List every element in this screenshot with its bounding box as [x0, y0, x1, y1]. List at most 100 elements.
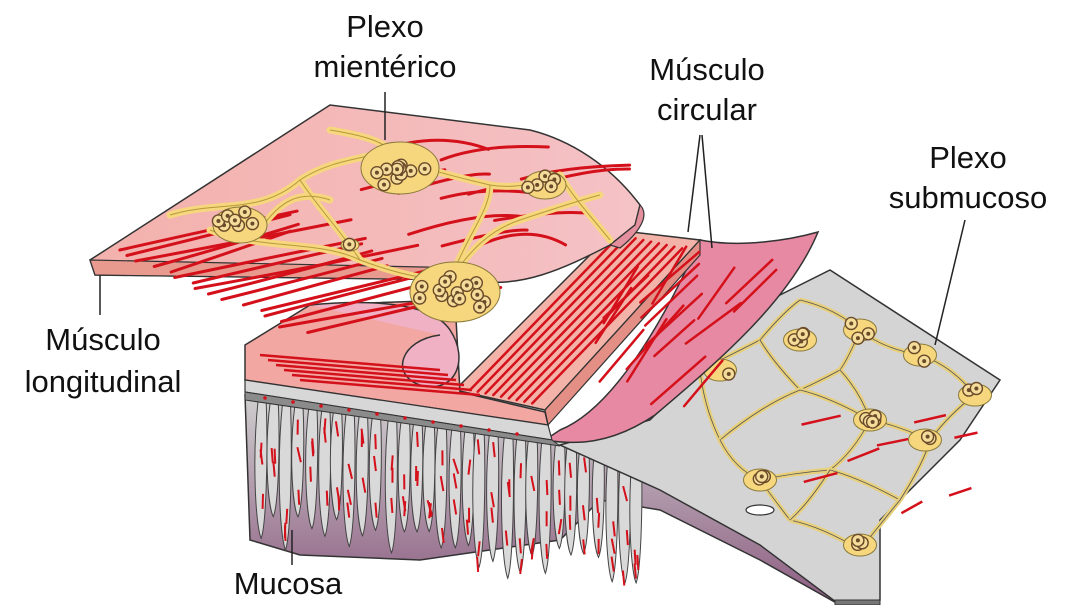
- label-submucosal-line1: Plexo: [929, 140, 1007, 175]
- villus-capillary: [417, 432, 418, 447]
- villus-capillary: [375, 434, 376, 449]
- villus-capillary: [521, 463, 522, 478]
- label-mucosa: Mucosa: [234, 566, 343, 601]
- neuron-nucleus: [535, 183, 539, 187]
- villus-capillary: [285, 526, 286, 541]
- vessel-lumen: [746, 505, 774, 515]
- villus-capillary: [546, 544, 547, 559]
- neuron-nucleus: [912, 346, 916, 350]
- label-myenteric-line2: mientérico: [314, 49, 457, 84]
- label-longitudinal-line1: Músculo: [45, 322, 160, 357]
- vessel-dot: [263, 396, 267, 400]
- vessel-dot: [347, 408, 351, 412]
- villus: [539, 435, 551, 573]
- neuron-nucleus: [474, 281, 478, 285]
- vessel-dot: [515, 432, 519, 436]
- neuron-nucleus: [792, 338, 796, 342]
- label-longitudinal-line2: longitudinal: [25, 364, 182, 399]
- neuron-nucleus: [922, 359, 926, 363]
- villus-capillary: [298, 490, 299, 505]
- villus-capillary: [391, 498, 392, 513]
- neuron-nucleus: [347, 242, 351, 246]
- villus-capillary: [286, 509, 287, 524]
- villus-capillary: [273, 462, 274, 477]
- villus-capillary: [312, 438, 313, 453]
- label-circular-muscle: Músculo circular: [649, 52, 764, 127]
- label-circular-line1: Músculo: [649, 52, 764, 87]
- villus: [502, 430, 514, 578]
- label-circular-line2: circular: [657, 92, 757, 127]
- neuron-nucleus: [926, 435, 930, 439]
- neuron-nucleus: [233, 218, 237, 222]
- neuron-nucleus: [727, 372, 731, 376]
- vessel-dot: [291, 400, 295, 404]
- label-submucosal-plexus: Plexo submucoso: [889, 140, 1048, 215]
- leader-submucosal: [935, 220, 965, 345]
- blood-vessel: [901, 502, 922, 514]
- neuron-nucleus: [437, 288, 441, 292]
- villus-capillary: [327, 491, 328, 506]
- neuron-nucleus: [216, 219, 220, 223]
- label-myenteric-plexus: Plexo mientérico: [314, 9, 457, 84]
- villus-capillary: [570, 463, 571, 478]
- villus-capillary: [547, 480, 548, 495]
- neuron-nucleus: [250, 222, 254, 226]
- vessel-dot: [431, 420, 435, 424]
- neuron-nucleus: [871, 420, 875, 424]
- villus-capillary: [597, 498, 598, 513]
- neuron-nucleus: [478, 305, 482, 309]
- vessel-dot: [403, 416, 407, 420]
- villus-capillary: [467, 520, 468, 535]
- villus-capillary: [532, 544, 533, 559]
- vessel-dot: [459, 424, 463, 428]
- neuron-nucleus: [457, 297, 461, 301]
- neuron-nucleus: [526, 185, 530, 189]
- villus-capillary: [392, 455, 393, 470]
- neuron-nucleus: [409, 169, 413, 173]
- villus-capillary: [275, 449, 276, 464]
- neuron-nucleus: [475, 293, 479, 297]
- villus-capillary: [477, 557, 478, 572]
- vessel-dot: [319, 404, 323, 408]
- leader-circular-2: [702, 135, 712, 248]
- villus-capillary: [598, 513, 599, 528]
- neuron-nucleus: [420, 285, 424, 289]
- villus-capillary: [637, 555, 638, 570]
- neuron-nucleus: [801, 332, 805, 336]
- neuron-nucleus: [856, 336, 860, 340]
- neuron-nucleus: [385, 167, 389, 171]
- neuron-nucleus: [543, 174, 547, 178]
- villus-capillary: [635, 550, 636, 565]
- villus-capillary: [570, 515, 571, 530]
- villus-capillary: [559, 490, 560, 505]
- neuron-nucleus: [866, 332, 870, 336]
- label-submucosal-line2: submucoso: [889, 180, 1048, 215]
- neuron-nucleus: [856, 538, 860, 542]
- villus-capillary: [310, 467, 311, 482]
- label-myenteric-line1: Plexo: [346, 9, 424, 44]
- villus-capillary: [583, 539, 584, 554]
- neuron-nucleus: [849, 321, 853, 325]
- neuron-nucleus: [549, 184, 553, 188]
- neuron-nucleus: [243, 210, 247, 214]
- vessel-dot: [487, 428, 491, 432]
- neuron-nucleus: [418, 296, 422, 300]
- villus-capillary: [559, 460, 560, 475]
- villus-capillary: [627, 530, 628, 545]
- villus-capillary: [520, 538, 521, 553]
- neuron-nucleus: [395, 167, 399, 171]
- blood-vessel: [949, 488, 971, 496]
- villus-capillary: [375, 503, 376, 518]
- label-longitudinal-muscle: Músculo longitudinal: [25, 322, 182, 399]
- leader-circular-1: [688, 135, 700, 232]
- neuron-nucleus: [974, 387, 978, 391]
- villus-capillary: [272, 448, 273, 463]
- vessel-dot: [375, 412, 379, 416]
- neuron-nucleus: [443, 280, 447, 284]
- neuron-nucleus: [382, 183, 386, 187]
- villus-capillary: [417, 471, 418, 486]
- neuron-nucleus: [760, 474, 764, 478]
- neuron-nucleus: [375, 171, 379, 175]
- villus-capillary: [623, 571, 624, 586]
